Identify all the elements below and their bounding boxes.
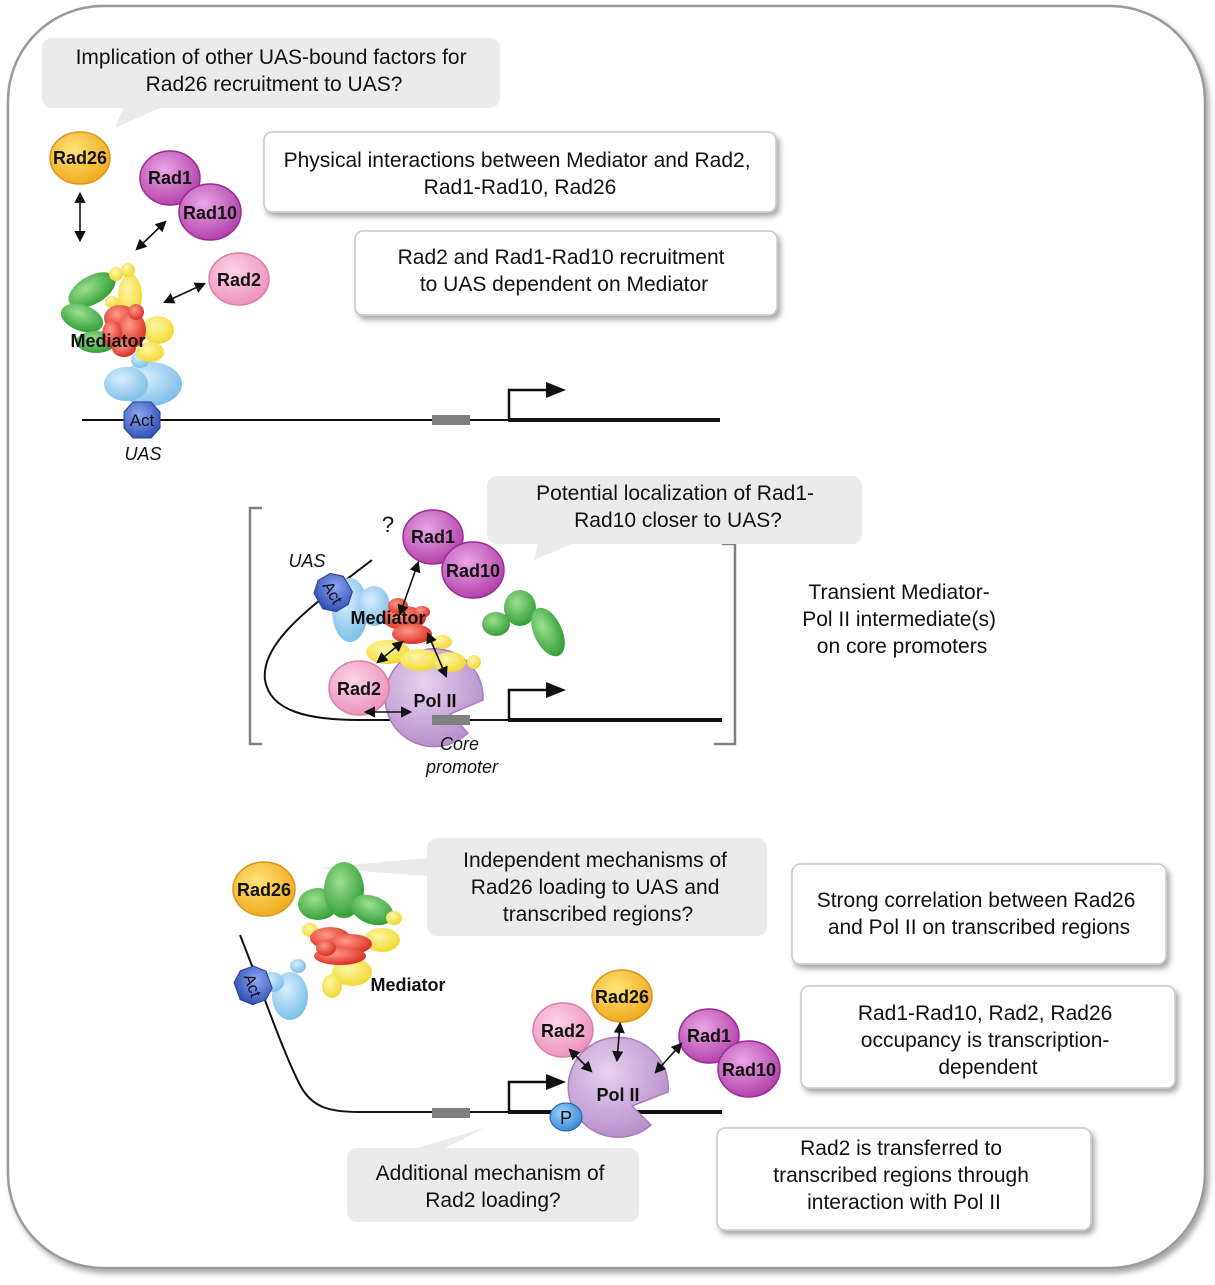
tss-arrow-bottom xyxy=(507,1080,548,1112)
core-promoter-bottom xyxy=(432,1108,470,1118)
arrow-rad2-mediator-mid xyxy=(376,640,404,664)
uas-label-mid: UAS xyxy=(288,551,325,571)
svg-text:Physical interactions between: Physical interactions between Mediator a… xyxy=(284,149,757,199)
svg-text:Independent mechanisms of: Independent mechanisms of Rad26 loading … xyxy=(463,849,733,926)
rad26-bottom-pol2: Rad26 xyxy=(591,969,653,1023)
uas-label-top: UAS xyxy=(124,444,161,464)
act-top: Act xyxy=(123,401,161,439)
mediator-green-free xyxy=(482,590,565,657)
arrow-rad2-mediator-top xyxy=(162,282,207,304)
callout-top-question: Implication of other UAS-bound factors f… xyxy=(42,38,500,128)
rad1-bottom: Rad1 xyxy=(678,1008,740,1064)
svg-text:Strong correlation between Rad: Strong correlation between Rad26 and Pol… xyxy=(817,889,1142,939)
mediator-label-top: Mediator xyxy=(70,331,145,351)
question-mark: ? xyxy=(382,512,394,537)
svg-text:Rad1: Rad1 xyxy=(411,527,455,547)
rad1-mid: Rad1 xyxy=(402,509,464,565)
rad26-top: Rad26 xyxy=(49,131,111,185)
svg-text:Rad2: Rad2 xyxy=(541,1021,585,1041)
core-promoter-label: Core promoter xyxy=(425,734,499,777)
act-mid: Act xyxy=(313,572,353,613)
svg-text:Act: Act xyxy=(130,411,155,430)
svg-text:Rad2 is transferred to t: Rad2 is transferred to transcribed regio… xyxy=(773,1137,1035,1214)
svg-text:Rad1: Rad1 xyxy=(687,1026,731,1046)
arrow-mediator-pol2-mid xyxy=(426,631,448,679)
callout-mid-question: Potential localization of Rad1- Rad10 cl… xyxy=(487,476,862,560)
arrow-rad10-mediator-top xyxy=(135,220,167,251)
svg-text:Rad26: Rad26 xyxy=(53,148,107,168)
rad10-bottom: Rad10 xyxy=(717,1040,781,1098)
callout-rad2-question: Additional mechanism of Rad2 loading? xyxy=(347,1128,639,1222)
svg-text:Rad10: Rad10 xyxy=(183,203,237,223)
svg-text:Rad26: Rad26 xyxy=(237,880,291,900)
box-physical-interactions: Physical interactions between Mediator a… xyxy=(263,131,777,213)
transient-text: Transient Mediator- Pol II intermediate(… xyxy=(802,581,1002,658)
core-promoter-top xyxy=(432,415,470,425)
callout-top-text: Implication of other UAS-bound factors f… xyxy=(76,46,473,96)
box-recruitment: Rad2 and Rad1-Rad10 recruitment to UAS d… xyxy=(354,230,778,316)
act-bottom: Act xyxy=(233,965,273,1006)
svg-text:P: P xyxy=(560,1108,572,1128)
arrow-rad26-pol2-bottom xyxy=(612,1021,625,1063)
svg-text:Rad1-Rad10, Rad2, Rad26: Rad1-Rad10, Rad2, Rad26 occupancy is tra… xyxy=(858,1002,1118,1079)
rad10-top: Rad10 xyxy=(178,183,242,241)
rad2-bottom: Rad2 xyxy=(532,1002,594,1058)
svg-text:Rad2: Rad2 xyxy=(217,270,261,290)
bracket-left xyxy=(248,506,262,746)
rad2-top: Rad2 xyxy=(208,252,270,306)
arrow-rad1-mediator-mid xyxy=(397,560,421,617)
rad2-mid: Rad2 xyxy=(328,660,390,716)
pol2-mid: Pol II xyxy=(384,647,484,748)
mediator-label-mid: Mediator xyxy=(350,608,425,628)
svg-text:Potential localization of Rad1: Potential localization of Rad1- Rad10 cl… xyxy=(536,482,820,532)
mediator-top: Mediator xyxy=(60,263,182,406)
rad10-mid: Rad10 xyxy=(441,541,505,599)
svg-text:Rad26: Rad26 xyxy=(595,987,649,1007)
arrow-rad2-pol2-bottom xyxy=(568,1048,593,1073)
core-promoter-mid xyxy=(432,715,470,725)
rad26-bottom-uas: Rad26 xyxy=(232,861,296,917)
box-correlation: Strong correlation between Rad26 and Pol… xyxy=(791,863,1167,965)
svg-text:Pol II: Pol II xyxy=(413,691,456,711)
svg-text:Rad2 and Rad1-Rad10 recruitmen: Rad2 and Rad1-Rad10 recruitment to UAS d… xyxy=(398,246,731,296)
svg-text:Additional mechanism of: Additional mechanism of Rad2 loading? xyxy=(376,1162,611,1212)
tss-arrow-mid xyxy=(507,688,548,720)
rad1-top: Rad1 xyxy=(139,150,201,206)
mediator-label-bottom: Mediator xyxy=(370,975,445,995)
mediator-bottom: Mediator xyxy=(260,862,446,1020)
tss-arrow-top xyxy=(507,388,548,420)
box-occupancy: Rad1-Rad10, Rad2, Rad26 occupancy is tra… xyxy=(800,985,1176,1089)
svg-text:Rad2: Rad2 xyxy=(337,679,381,699)
svg-text:Pol II: Pol II xyxy=(596,1085,639,1105)
p-phospho: P xyxy=(549,1102,583,1132)
callout-bottom-question: Independent mechanisms of Rad26 loading … xyxy=(317,838,767,936)
svg-text:Rad1: Rad1 xyxy=(148,168,192,188)
box-transfer: Rad2 is transferred to transcribed regio… xyxy=(716,1127,1092,1231)
svg-text:Rad10: Rad10 xyxy=(722,1060,776,1080)
svg-text:Rad10: Rad10 xyxy=(446,561,500,581)
arrow-rad1-pol2-bottom xyxy=(654,1042,683,1074)
